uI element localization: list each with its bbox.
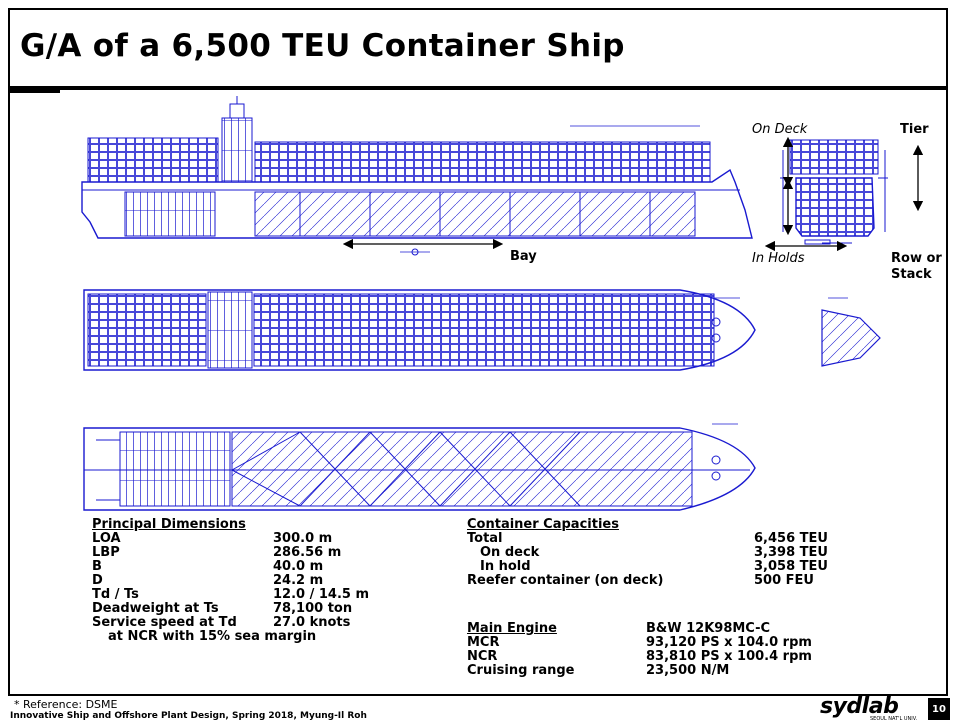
slide-frame bbox=[8, 8, 948, 696]
spec-label: D bbox=[92, 573, 103, 588]
page-number: 10 bbox=[932, 703, 946, 715]
spec-label: Td / Ts bbox=[92, 587, 139, 602]
hold-plan-view bbox=[83, 423, 756, 511]
capacity-label: Total bbox=[467, 531, 503, 546]
deck-plan-view bbox=[83, 289, 881, 371]
capacity-label: Reefer container (on deck) bbox=[467, 573, 664, 588]
spec-value: 12.0 / 14.5 m bbox=[273, 587, 370, 602]
engine-label: MCR bbox=[467, 635, 500, 650]
engine-value: 23,500 N/M bbox=[646, 663, 730, 678]
spec-label: LOA bbox=[92, 531, 121, 546]
engine-model: B&W 12K98MC-C bbox=[646, 621, 771, 636]
tier-label: Tier bbox=[900, 122, 929, 137]
row-or-label: Row or bbox=[891, 251, 942, 266]
profile-view bbox=[81, 96, 753, 256]
spec-label: at NCR with 15% sea margin bbox=[108, 629, 317, 644]
spec-label: B bbox=[92, 559, 102, 574]
title-rule-tick bbox=[8, 90, 60, 93]
capacity-value: 3,058 TEU bbox=[754, 559, 828, 574]
spec-label: Deadweight at Ts bbox=[92, 601, 219, 616]
engine-label: NCR bbox=[467, 649, 498, 664]
slide-title: G/A of a 6,500 TEU Container Ship bbox=[20, 28, 625, 64]
title-rule bbox=[8, 86, 948, 90]
capacity-value: 6,456 TEU bbox=[754, 531, 828, 546]
main-engine-heading: Main Engine bbox=[467, 621, 557, 636]
capacity-value: 500 FEU bbox=[754, 573, 814, 588]
ship-general-arrangement-drawing bbox=[81, 96, 924, 511]
capacity-value: 3,398 TEU bbox=[754, 545, 828, 560]
main-engine-table: Main Engine B&W 12K98MC-C MCR 93,120 PS … bbox=[467, 622, 847, 692]
in-holds-label: In Holds bbox=[752, 251, 805, 266]
spec-value: 78,100 ton bbox=[273, 601, 353, 616]
sydlab-logo: sydlab bbox=[820, 694, 899, 719]
course-footer: Innovative Ship and Offshore Plant Desig… bbox=[10, 711, 367, 721]
spec-label: LBP bbox=[92, 545, 120, 560]
dimension-arrows bbox=[342, 136, 924, 252]
container-capacities-table: Container Capacities Total 6,456 TEU On … bbox=[467, 518, 847, 588]
engine-value: 83,810 PS x 100.4 rpm bbox=[646, 649, 812, 664]
capacity-label: In hold bbox=[480, 559, 531, 574]
engine-label: Cruising range bbox=[467, 663, 575, 678]
capacity-label: On deck bbox=[480, 545, 540, 560]
spec-value: 300.0 m bbox=[273, 531, 333, 546]
page-number-badge: 10 bbox=[928, 698, 950, 720]
reference-note: * Reference: DSME bbox=[14, 698, 118, 711]
spec-label: Service speed at Td bbox=[92, 615, 237, 630]
midship-section-view bbox=[780, 139, 888, 245]
spec-value: 24.2 m bbox=[273, 573, 324, 588]
principal-dimensions-table: Principal Dimensions LOA 300.0 m LBP 286… bbox=[92, 518, 452, 668]
container-capacities-heading: Container Capacities bbox=[467, 517, 619, 532]
principal-dimensions-heading: Principal Dimensions bbox=[92, 517, 246, 532]
engine-value: 93,120 PS x 104.0 rpm bbox=[646, 635, 812, 650]
spec-value: 286.56 m bbox=[273, 545, 342, 560]
bay-label: Bay bbox=[510, 249, 537, 264]
spec-value: 27.0 knots bbox=[273, 615, 351, 630]
logo-subtext: SEOUL NAT'L UNIV. bbox=[870, 716, 918, 722]
on-deck-label: On Deck bbox=[752, 122, 808, 137]
spec-value: 40.0 m bbox=[273, 559, 324, 574]
stack-label: Stack bbox=[891, 267, 932, 282]
